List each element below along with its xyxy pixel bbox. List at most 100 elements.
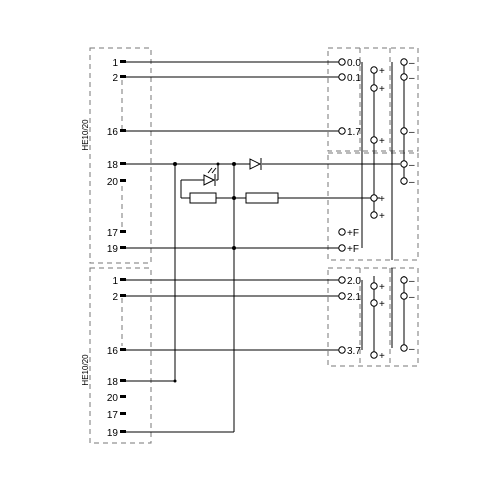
connector-lower-outline: [89, 267, 152, 444]
junction-dot: [173, 162, 177, 166]
pin-label: 1: [112, 58, 118, 69]
terminal-screw-icon: [400, 177, 408, 185]
terminal-plus-label: +: [379, 136, 385, 147]
pin: [120, 294, 126, 297]
connector-upper-label: HE10/20: [81, 119, 90, 151]
terminal-screw-icon: [338, 228, 346, 236]
junction-dot: [216, 162, 220, 166]
terminal-label-f2: +F: [347, 244, 359, 255]
terminal-label-0-0: 0.0: [347, 58, 361, 69]
connector-lower: HE10/20 1 2 16 18 20 17 19: [81, 267, 152, 444]
pin: [120, 60, 126, 63]
pin-label: 2: [112, 292, 118, 303]
terminal-label-1-7: 1.7: [347, 127, 361, 138]
terminal-screw-icon: [370, 211, 378, 219]
pin-label: 20: [107, 393, 119, 404]
terminal-plus-label: +: [379, 299, 385, 310]
pin: [120, 412, 126, 415]
pin-label: 2: [112, 73, 118, 84]
pin-label: 17: [107, 228, 119, 239]
terminal-minus-label: –: [409, 58, 415, 69]
pin-label: 19: [107, 428, 119, 439]
pin-label: 16: [107, 346, 119, 357]
terminal-screw-icon: [370, 66, 378, 74]
pin-label: 17: [107, 410, 119, 421]
terminal-screw-icon: [400, 292, 408, 300]
pin: [120, 179, 126, 182]
pin-label: 18: [107, 160, 119, 171]
pin: [120, 348, 126, 351]
terminal-block-top: [327, 47, 419, 152]
pin-label: 19: [107, 244, 119, 255]
pin: [120, 395, 126, 398]
terminal-screw-icon: [400, 160, 408, 168]
terminal-plus-label: +: [379, 84, 385, 95]
fuse-symbol: [245, 192, 279, 204]
pin-label: 20: [107, 177, 119, 188]
terminal-screw-icon: [400, 127, 408, 135]
terminal-screw-icon: [370, 194, 378, 202]
junction-dot: [173, 379, 177, 383]
terminal-screw-icon: [370, 136, 378, 144]
pin: [120, 430, 126, 433]
terminal-screw-icon: [400, 276, 408, 284]
terminal-plus-label: +: [379, 211, 385, 222]
terminal-screw-icon: [370, 84, 378, 92]
pin-label: 18: [107, 377, 119, 388]
terminal-plus-label: +: [379, 66, 385, 77]
terminal-symbols: 0.0 0.1 1.7 + + + – – – – – + + +F +F 2.…: [338, 58, 415, 362]
led-symbol: [203, 167, 217, 186]
terminal-screw-icon: [338, 127, 346, 135]
pin-label: 16: [107, 127, 119, 138]
connector-upper-outline: [89, 47, 152, 264]
terminal-minus-label: –: [409, 292, 415, 303]
resistor-symbol: [189, 192, 217, 204]
terminal-minus-label: –: [409, 127, 415, 138]
terminal-screw-icon: [400, 58, 408, 66]
terminal-minus-label: –: [409, 344, 415, 355]
pin: [120, 230, 126, 233]
terminal-screw-icon: [370, 351, 378, 359]
components: [189, 158, 279, 204]
pin: [120, 246, 126, 249]
pin: [120, 75, 126, 78]
junction-dot: [232, 162, 236, 166]
terminal-screw-icon: [338, 58, 346, 66]
pin: [120, 278, 126, 281]
terminal-screw-icon: [400, 73, 408, 81]
terminal-screw-icon: [338, 244, 346, 252]
terminal-screw-icon: [338, 73, 346, 81]
terminal-screw-icon: [370, 299, 378, 307]
pin: [120, 379, 126, 382]
terminal-screw-icon: [338, 292, 346, 300]
terminal-minus-label: –: [409, 276, 415, 287]
pin: [120, 129, 126, 132]
terminal-minus-label: –: [409, 73, 415, 84]
connector-upper: HE10/20 1 2 16 18 20 17 19: [81, 47, 152, 264]
junction-dot: [232, 246, 236, 250]
terminal-minus-label: –: [409, 177, 415, 188]
terminal-minus-label: –: [409, 160, 415, 171]
terminal-label-3-7: 3.7: [347, 346, 361, 357]
pin: [120, 162, 126, 165]
terminal-screw-icon: [338, 346, 346, 354]
terminal-plus-label: +: [379, 351, 385, 362]
wires: [126, 61, 405, 433]
terminal-block-bottom: [327, 267, 419, 367]
connector-lower-label: HE10/20: [81, 354, 90, 386]
terminal-block-mid: [327, 152, 419, 261]
terminal-blocks: [327, 47, 419, 367]
terminal-label-2-0: 2.0: [347, 276, 361, 287]
terminal-label-0-1: 0.1: [347, 73, 361, 84]
pin-label: 1: [112, 276, 118, 287]
terminal-label-f1: +F: [347, 228, 359, 239]
terminal-label-2-1: 2.1: [347, 292, 361, 303]
diode-symbol: [249, 158, 262, 170]
terminal-screw-icon: [370, 282, 378, 290]
junction-dot: [232, 196, 236, 200]
terminal-screw-icon: [400, 344, 408, 352]
terminal-plus-label: +: [379, 194, 385, 205]
terminal-screw-icon: [338, 276, 346, 284]
terminal-plus-label: +: [379, 282, 385, 293]
